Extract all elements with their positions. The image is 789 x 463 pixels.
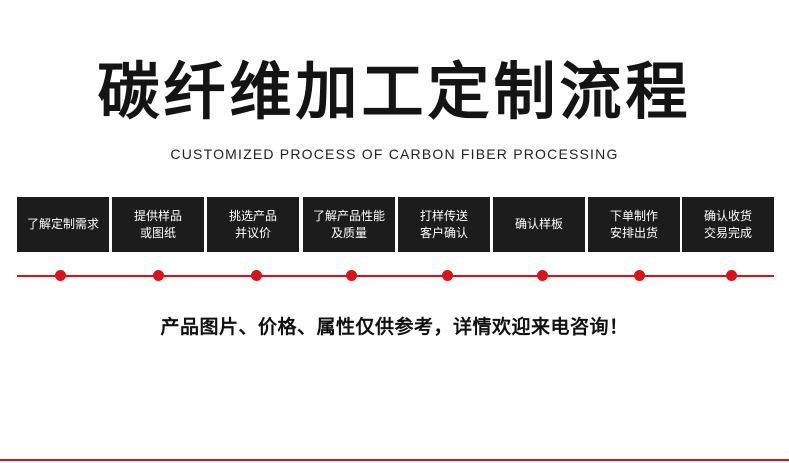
page-title: 碳纤维加工定制流程 <box>97 55 692 128</box>
step-7: 下单制作 安排出货 <box>588 197 680 252</box>
timeline-dot <box>441 270 453 281</box>
step-3: 挑选产品 并议价 <box>207 197 299 252</box>
step-2: 提供样品 或图纸 <box>112 197 204 252</box>
timeline-line <box>17 275 774 277</box>
disclaimer-note: 产品图片、价格、属性仅供参考，详情欢迎来电咨询！ <box>160 316 629 338</box>
timeline-dot <box>152 270 164 281</box>
process-steps: 了解定制需求 提供样品 或图纸 挑选产品 并议价 了解产品性能 及质量 打样传送… <box>17 197 774 252</box>
step-8: 确认收货 交易完成 <box>682 197 774 252</box>
step-1: 了解定制需求 <box>17 197 109 252</box>
step-label: 了解定制需求 <box>26 217 99 231</box>
step-label: 确认收货 交易完成 <box>703 208 752 240</box>
timeline-dot <box>633 270 645 281</box>
timeline-dot <box>54 270 66 281</box>
step-label: 下单制作 安排出货 <box>609 208 658 240</box>
step-label: 挑选产品 并议价 <box>228 208 277 240</box>
timeline-dot <box>725 270 737 281</box>
step-4: 了解产品性能 及质量 <box>303 197 395 252</box>
page-subtitle: CUSTOMIZED PROCESS OF CARBON FIBER PROCE… <box>170 146 619 162</box>
step-label: 提供样品 或图纸 <box>133 208 182 240</box>
timeline-dot <box>536 270 548 281</box>
step-label: 打样传送 客户确认 <box>419 208 468 240</box>
step-6: 确认样板 <box>493 197 585 252</box>
timeline-dot <box>250 270 262 281</box>
step-label: 了解产品性能 及质量 <box>312 208 385 240</box>
timeline-dot <box>345 270 357 281</box>
step-label: 确认样板 <box>514 217 563 231</box>
bottom-divider <box>0 459 789 461</box>
step-5: 打样传送 客户确认 <box>398 197 490 252</box>
